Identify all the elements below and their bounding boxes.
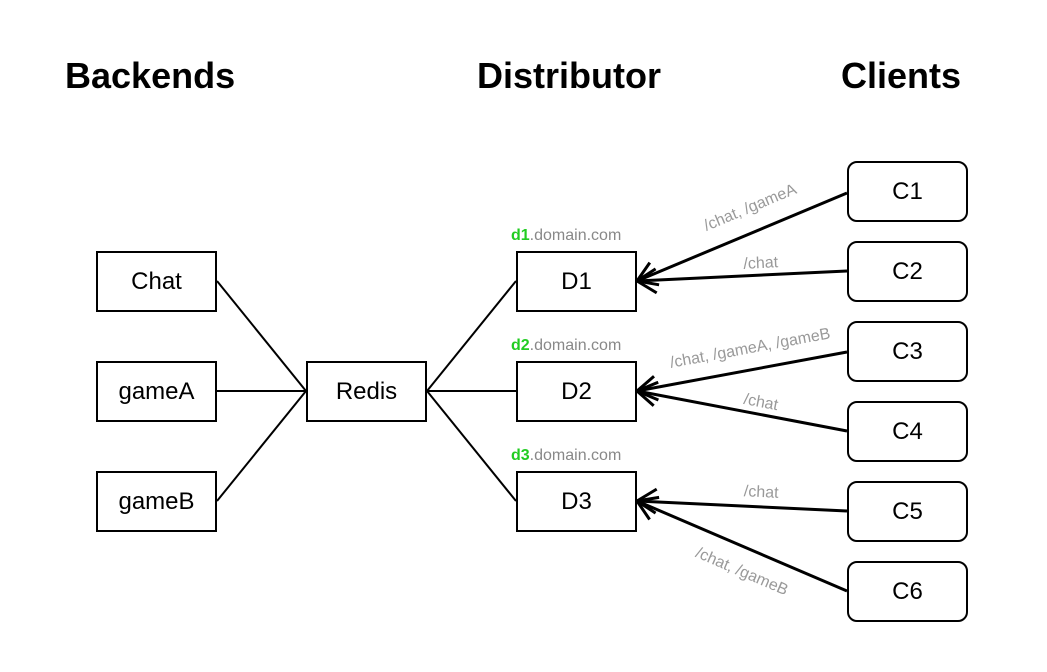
client-c5: C5 [847,481,968,542]
redis-node: Redis [306,361,427,422]
client-c4: C4 [847,401,968,462]
client-c3: C3 [847,321,968,382]
heading-backends: Backends [65,55,236,96]
domain-d1-prefix: d1 [511,227,530,244]
client-c1: C1 [847,161,968,222]
distributor-d1: D1 [516,251,637,312]
route-label-c1: /chat, /gameA [701,181,799,235]
route-label-c5: /chat [743,483,779,502]
distributor-d2: D2 [516,361,637,422]
client-c2: C2 [847,241,968,302]
domain-d3-suffix: .domain.com [529,447,622,464]
domain-d1: d1.domain.com [511,227,621,245]
domain-d2: d2.domain.com [511,337,621,355]
heading-distributor: Distributor [477,55,661,96]
client-c6: C6 [847,561,968,622]
domain-d2-prefix: d2 [511,337,530,354]
edge-redis-d3 [426,390,517,502]
edge-redis-d1 [426,280,517,392]
route-c4-d2 [634,380,848,433]
backend-chat: Chat [96,251,217,312]
route-label-c2: /chat [743,254,779,273]
domain-d3-prefix: d3 [511,447,530,464]
route-c5-d3 [634,487,848,515]
route-c2-d1 [634,267,848,295]
domain-d2-suffix: .domain.com [529,337,622,354]
backend-gameb: gameB [96,471,217,532]
edge-gameb-redis [216,390,307,502]
distributor-d3: D3 [516,471,637,532]
backend-gamea: gameA [96,361,217,422]
domain-d3: d3.domain.com [511,447,621,465]
route-label-c3: /chat, /gameA, /gameB [669,325,832,371]
heading-clients: Clients [841,55,962,96]
route-c6-d3 [634,495,848,593]
route-label-c4: /chat [742,391,780,414]
domain-d1-suffix: .domain.com [529,227,622,244]
edge-chat-redis [216,280,307,392]
route-label-c6: /chat, /gameB [693,545,790,600]
